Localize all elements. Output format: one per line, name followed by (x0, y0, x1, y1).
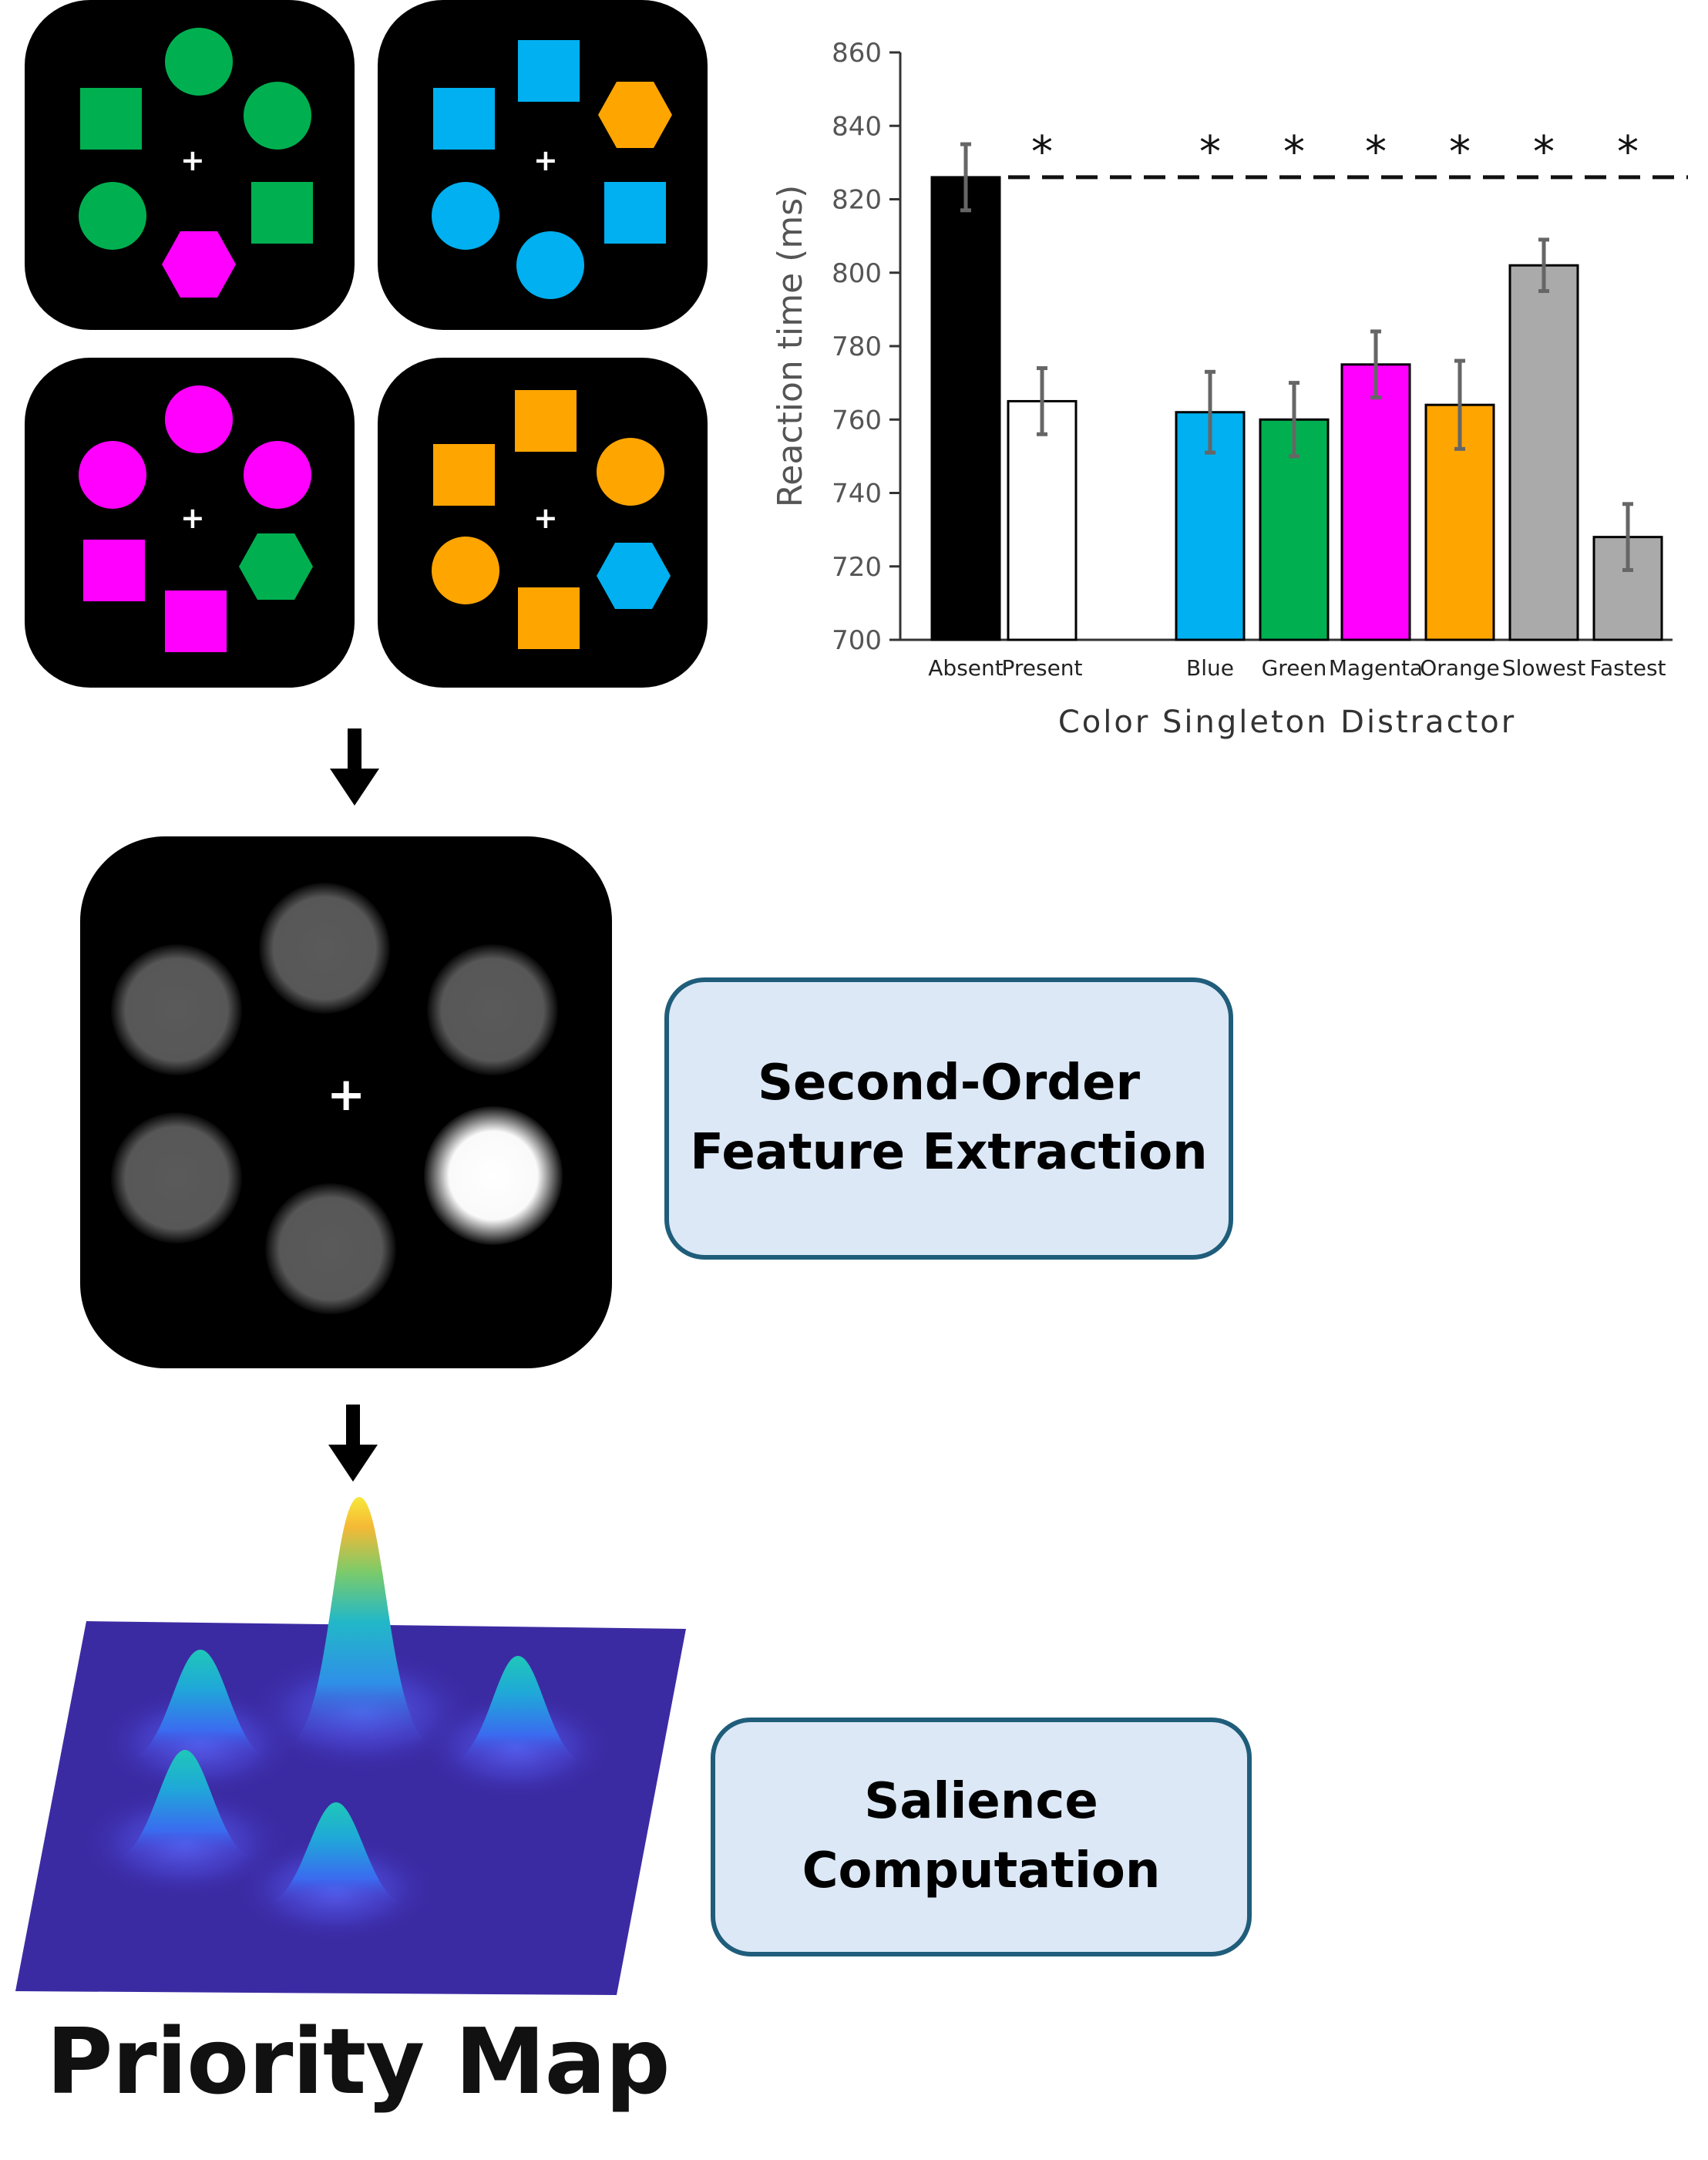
fixation-cross: + (533, 501, 558, 535)
x-tick-label: Absent (928, 655, 1003, 681)
significance-star: * (1031, 127, 1053, 177)
orange-square (518, 587, 580, 649)
magenta-circle (165, 385, 233, 453)
green-circle (79, 182, 146, 250)
priority-peak-singleton (285, 1497, 435, 1746)
search-display-orange: + (378, 358, 708, 688)
salience-label-line2: Computation (802, 1842, 1161, 1899)
significance-star: * (1449, 127, 1471, 177)
x-tick-label: Orange (1420, 655, 1499, 681)
bar-orange (1424, 403, 1495, 641)
y-tick-label: 780 (832, 331, 882, 362)
feature-blob-singleton (424, 1106, 563, 1245)
down-arrow-icon (328, 1405, 378, 1482)
salience-computation-box: Salience Computation (711, 1718, 1252, 1956)
salience-label-line1: Salience (864, 1773, 1098, 1831)
search-display-magenta: + (25, 358, 355, 688)
blue-square (604, 182, 666, 244)
orange-circle (432, 537, 499, 604)
fixation-cross: + (533, 143, 558, 177)
orange-circle (597, 438, 664, 506)
y-tick-label: 820 (832, 185, 882, 216)
priority-map-surface (15, 1497, 686, 1995)
priority-peak (116, 1750, 254, 1858)
x-tick-label: Fastest (1589, 655, 1666, 681)
feature-blob (427, 944, 558, 1075)
feature-blob (111, 1112, 242, 1243)
fixation-cross: + (327, 1068, 366, 1122)
blue-circle (516, 231, 584, 299)
significance-star: * (1617, 127, 1639, 177)
bar-magenta (1340, 363, 1411, 641)
search-display-green: + (25, 0, 355, 330)
y-tick-label: 800 (832, 258, 882, 289)
bar-slowest (1508, 264, 1579, 641)
y-tick-label: 700 (832, 625, 882, 656)
x-tick-label: Green (1262, 655, 1327, 681)
y-axis-label: Reaction time (ms) (771, 185, 810, 508)
y-tick-label: 840 (832, 111, 882, 142)
green-square (80, 88, 142, 150)
feature-blob (265, 1183, 396, 1314)
down-arrow-icon (330, 728, 379, 806)
significance-star: * (1533, 127, 1555, 177)
blue-hexagon (597, 543, 671, 609)
fixation-cross: + (180, 501, 205, 535)
blue-square (518, 40, 580, 102)
orange-hexagon (598, 82, 672, 148)
magenta-square (165, 590, 227, 652)
bar-absent (930, 176, 1001, 641)
y-tick-label: 760 (832, 405, 882, 436)
green-circle (244, 82, 311, 150)
orange-square (515, 390, 577, 452)
fixation-cross: + (180, 143, 205, 177)
feature-blob (259, 883, 390, 1014)
priority-peak (131, 1650, 270, 1758)
y-tick-label: 860 (832, 38, 882, 69)
green-square (251, 182, 313, 244)
search-display-blue: + (378, 0, 708, 330)
magenta-hexagon (162, 231, 236, 298)
significance-star: * (1283, 127, 1305, 177)
priority-peak (451, 1656, 584, 1761)
x-tick-label: Slowest (1502, 655, 1585, 681)
y-tick-label: 740 (832, 479, 882, 510)
priority-map-title: Priority Map (46, 2008, 671, 2115)
blue-square (433, 88, 495, 150)
magenta-circle (79, 441, 146, 509)
x-tick-label: Blue (1186, 655, 1234, 681)
priority-peak (266, 1802, 405, 1904)
significance-star: * (1199, 127, 1221, 177)
magenta-circle (244, 441, 311, 509)
x-tick-label: Magenta (1329, 655, 1423, 681)
bar-present (1007, 399, 1078, 641)
significance-star: * (1365, 127, 1387, 177)
green-hexagon (239, 533, 313, 600)
green-circle (165, 28, 233, 96)
second-order-feature-extraction-box: Second-Order Feature Extraction (664, 977, 1233, 1260)
magenta-square (83, 540, 145, 601)
blue-circle (432, 182, 499, 250)
x-axis-label: Color Singleton Distractor (1058, 705, 1516, 740)
orange-square (433, 444, 495, 506)
feature-blob (111, 944, 242, 1075)
y-tick-label: 720 (832, 552, 882, 583)
feature-map-panel: + (80, 836, 612, 1368)
second-order-label-line1: Second-Order (757, 1055, 1141, 1112)
x-tick-label: Present (1001, 655, 1082, 681)
second-order-label-line2: Feature Extraction (690, 1124, 1208, 1181)
